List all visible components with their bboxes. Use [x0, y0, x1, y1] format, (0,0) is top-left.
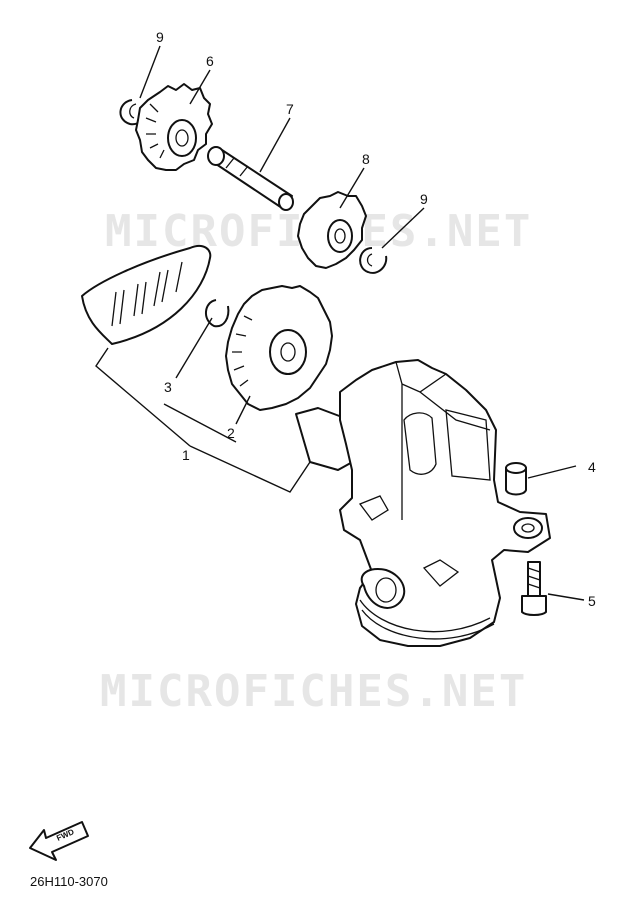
callout-2: 2	[227, 425, 235, 441]
oil-pump-body	[295, 359, 551, 647]
gear-part-2	[225, 285, 333, 411]
callout-7: 7	[286, 101, 294, 117]
callout-9-right: 9	[420, 191, 428, 207]
callout-9-top: 9	[156, 29, 164, 45]
bolt-part-5	[521, 561, 547, 616]
diagram-code: 26H110-3070	[30, 874, 108, 889]
dowel-pin-part-4	[505, 462, 527, 496]
shaft-part-7	[207, 146, 294, 211]
gear-part-6	[135, 83, 213, 171]
callout-1: 1	[182, 447, 190, 463]
watermark-bottom: MICROFICHES.NET	[100, 666, 527, 717]
callout-8: 8	[362, 151, 370, 167]
callout-6: 6	[206, 53, 214, 69]
fwd-arrow-icon: FWD	[29, 821, 89, 861]
callout-4: 4	[588, 459, 596, 475]
leader-lines	[95, 45, 585, 601]
callout-5: 5	[588, 593, 596, 609]
strainer-cover-part-1	[81, 244, 212, 345]
circlip-part-9-right	[359, 247, 388, 274]
gear-part-8	[297, 191, 367, 269]
callout-3: 3	[164, 379, 172, 395]
